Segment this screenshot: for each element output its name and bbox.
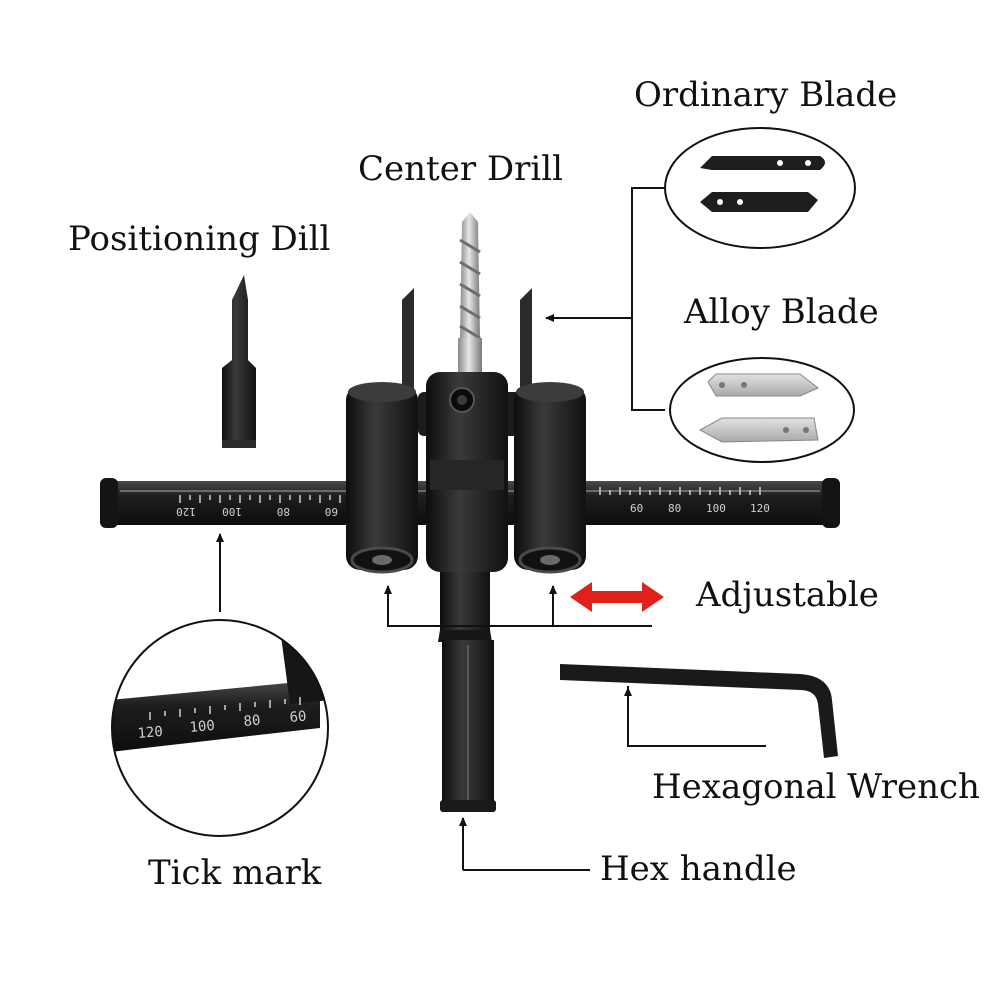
- left-tick-scale: [179, 495, 341, 503]
- label-hexagonal-wrench: Hexagonal Wrench: [652, 767, 980, 807]
- left-tick-80: 80: [277, 505, 290, 518]
- ordinary-blade-callout: [664, 127, 856, 249]
- hex-handle-pointer: [459, 817, 590, 871]
- positioning-drill: [222, 275, 256, 448]
- zoom-tick-60: 60: [289, 709, 307, 726]
- left-blade-holder: [346, 382, 418, 574]
- ordinary-blade-2: [700, 192, 818, 212]
- label-positioning-drill: Positioning Dill: [68, 219, 331, 259]
- adjustable-indicator: [384, 582, 664, 627]
- alloy-blade-2: [698, 417, 819, 443]
- left-tick-60: 60: [325, 505, 338, 518]
- left-tick-100: 100: [222, 505, 242, 518]
- ordinary-blade-1: [700, 156, 825, 170]
- label-hex-handle: Hex handle: [600, 849, 797, 889]
- label-center-drill: Center Drill: [358, 149, 564, 189]
- label-tick-mark: Tick mark: [148, 853, 322, 893]
- cutting-blades: [402, 288, 532, 395]
- right-tick-scale: [599, 487, 761, 495]
- alloy-blade-1: [707, 373, 819, 397]
- zoom-tick-120: 120: [137, 724, 164, 742]
- label-adjustable: Adjustable: [696, 575, 879, 615]
- alloy-blade-callout: [669, 357, 855, 463]
- right-tick-120: 120: [750, 502, 770, 515]
- right-blade-holder: [514, 382, 586, 574]
- label-alloy-blade: Alloy Blade: [684, 292, 879, 332]
- right-tick-80: 80: [668, 502, 681, 515]
- hexagonal-wrench: [560, 664, 838, 758]
- left-tick-120: 120: [176, 505, 196, 518]
- center-drill-bit: [458, 212, 482, 378]
- tick-mark-zoom: 120 100 80 60: [111, 619, 329, 837]
- blade-bracket: [545, 187, 665, 411]
- center-hub: [418, 372, 524, 572]
- label-ordinary-blade: Ordinary Blade: [634, 75, 898, 115]
- right-tick-60: 60: [630, 502, 643, 515]
- zoom-tick-100: 100: [189, 718, 216, 736]
- hex-handle-shaft: [438, 560, 496, 812]
- right-tick-labels: 60 80 100 120: [630, 502, 770, 515]
- left-tick-labels: 60 80 100 120: [176, 505, 338, 518]
- zoom-tick-80: 80: [243, 713, 261, 730]
- red-double-arrow: [570, 582, 664, 612]
- right-tick-100: 100: [706, 502, 726, 515]
